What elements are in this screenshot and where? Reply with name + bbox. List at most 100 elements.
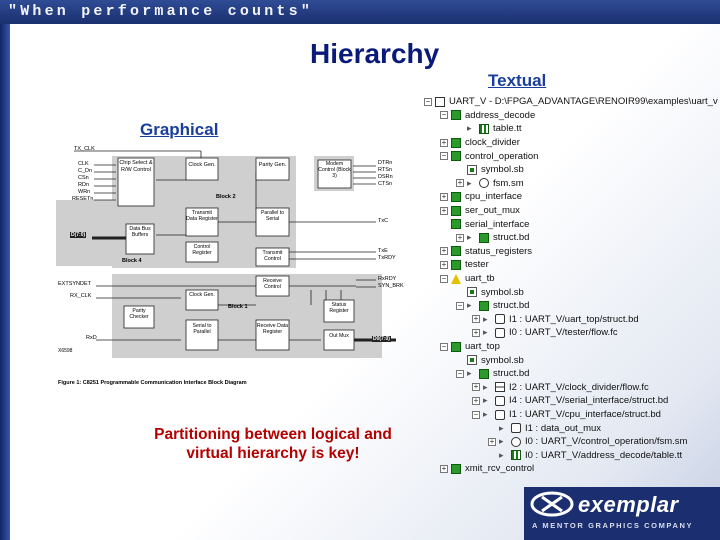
exemplar-logo: exemplar A MENTOR GRAPHICS COMPANY <box>524 487 720 540</box>
signal-rx-clk: RX_CLK <box>70 293 92 299</box>
tree-item[interactable]: +▸I1 : UART_V/uart_top/struct.bd <box>472 313 639 327</box>
clock-gen-bottom-label: Clock Gen. <box>189 292 215 298</box>
graphical-label: Graphical <box>140 120 219 139</box>
expand-toggle[interactable]: + <box>472 327 480 337</box>
tree-item[interactable]: symbol.sb <box>456 163 524 177</box>
figure-caption: Figure 1: C8251 Programmable Communicati… <box>58 380 247 386</box>
instance-icon <box>495 314 505 325</box>
tree-item[interactable]: −▸struct.bd <box>456 299 529 313</box>
signal-resetn: RESETn <box>72 196 94 202</box>
expand-toggle[interactable]: + <box>440 259 448 269</box>
tree-item[interactable]: −UART_V - D:\FPGA_ADVANTAGE\RENOIR99\exa… <box>424 95 718 109</box>
symbol-icon <box>467 287 477 298</box>
tree-item-label: I1 : UART_V/cpu_interface/struct.bd <box>509 409 661 421</box>
signal-dtrn: DTRn <box>378 160 393 166</box>
expand-toggle[interactable]: + <box>440 137 448 147</box>
tree-item[interactable]: +clock_divider <box>440 136 520 150</box>
signal-tx-clk: TX_CLK <box>74 146 95 152</box>
expand-toggle[interactable]: + <box>472 314 480 324</box>
tree-arrow-icon: ▸ <box>467 123 472 134</box>
expand-toggle[interactable]: + <box>456 178 464 188</box>
block-icon <box>451 191 461 202</box>
expand-toggle[interactable]: + <box>440 246 448 256</box>
block-icon <box>479 232 489 243</box>
signal-d0-bus: D0(7:0) <box>372 336 391 342</box>
instance-icon <box>495 327 505 338</box>
tree-item-label: serial_interface <box>465 218 530 230</box>
tree-item[interactable]: +▸ I0 : UART_V/tester/flow.fc <box>472 326 618 340</box>
signal-syn-brk: SYN_BRK <box>378 283 404 289</box>
collapse-toggle[interactable]: − <box>440 151 448 161</box>
expand-toggle[interactable]: + <box>472 395 480 405</box>
signal-txe: TxE <box>378 248 388 254</box>
expand-toggle[interactable]: + <box>456 232 464 242</box>
collapse-toggle[interactable]: − <box>440 341 448 351</box>
tree-item[interactable]: ▸table.tt <box>456 122 522 136</box>
collapse-toggle[interactable]: − <box>456 368 464 378</box>
tree-item-label: control_operation <box>465 150 539 162</box>
parity-checker-box <box>123 305 155 329</box>
block-icon <box>451 137 461 148</box>
tree-item-label: I0 : UART_V/tester/flow.fc <box>509 327 618 339</box>
tree-item[interactable]: +▸I4 : UART_V/serial_interface/struct.bd <box>472 394 668 408</box>
tree-item[interactable]: symbol.sb <box>456 353 524 367</box>
tree-item[interactable]: symbol.sb <box>456 285 524 299</box>
expand-toggle[interactable]: + <box>488 436 496 446</box>
fsm-icon <box>479 178 489 189</box>
block1-label: Block 1 <box>228 304 248 310</box>
hierarchy-tree: −UART_V - D:\FPGA_ADVANTAGE\RENOIR99\exa… <box>422 95 718 485</box>
tree-item[interactable]: +▸I0 : UART_V/control_operation/fsm.sm <box>488 435 687 449</box>
table-icon <box>511 450 521 461</box>
status-register-box <box>323 299 355 323</box>
tree-item[interactable]: +▸I2 : UART_V/clock_divider/flow.fc <box>472 381 649 395</box>
collapse-toggle[interactable]: − <box>456 300 464 310</box>
signal-extsyndet: EXTSYNDET <box>58 281 92 287</box>
clock-gen-top-box <box>185 157 219 181</box>
collapse-toggle[interactable]: − <box>424 96 432 106</box>
expand-toggle[interactable]: + <box>440 205 448 215</box>
tree-item[interactable]: +cpu_interface <box>440 190 522 204</box>
collapse-toggle[interactable]: − <box>440 273 448 283</box>
signal-rxrdy: RxRDY <box>378 276 397 282</box>
expand-toggle[interactable]: + <box>472 382 480 392</box>
tree-item-label: I2 : UART_V/clock_divider/flow.fc <box>509 381 649 393</box>
block-icon <box>451 341 461 352</box>
tree-item-label: I4 : UART_V/serial_interface/struct.bd <box>509 395 669 407</box>
top-banner: "When performance counts" <box>0 0 720 24</box>
collapse-toggle[interactable]: − <box>472 409 480 419</box>
tree-item[interactable]: +ser_out_mux <box>440 204 520 218</box>
tree-item[interactable]: serial_interface <box>440 217 529 231</box>
banner-slogan: "When performance counts" <box>8 3 314 20</box>
tree-item[interactable]: ▸I1 : data_out_mux <box>488 421 601 435</box>
serial-to-parallel-box <box>185 319 219 351</box>
tree-item[interactable]: +xmit_rcv_control <box>440 462 534 476</box>
receive-control-box <box>255 275 290 297</box>
tree-arrow-icon: ▸ <box>483 313 488 324</box>
transmit-data-register-label: Transmit Data Register <box>186 210 218 223</box>
tree-item[interactable]: −uart_top <box>440 340 500 354</box>
tree-item[interactable]: +status_registers <box>440 245 532 259</box>
expand-toggle[interactable]: + <box>440 463 448 473</box>
expand-toggle[interactable]: + <box>440 191 448 201</box>
tree-item[interactable]: +▸fsm.sm <box>456 177 524 191</box>
signal-clk: CLK <box>78 161 89 167</box>
tree-item[interactable]: −▸struct.bd <box>456 367 529 381</box>
block-icon <box>479 300 489 311</box>
tree-item-label: uart_tb <box>465 273 495 285</box>
collapse-toggle[interactable]: − <box>440 110 448 120</box>
tree-item[interactable]: − uart_tb <box>440 272 495 286</box>
block-icon <box>451 205 461 216</box>
tree-item[interactable]: +tester <box>440 258 489 272</box>
tree-item[interactable]: ▸I0 : UART_V/address_decode/table.tt <box>488 449 682 463</box>
signal-d-bus: D(7:0) <box>70 232 87 238</box>
tree-item[interactable]: +▸struct.bd <box>456 231 529 245</box>
folder-icon <box>435 96 445 107</box>
tree-item[interactable]: − control_operation <box>440 149 538 163</box>
tree-item[interactable]: −▸I1 : UART_V/cpu_interface/struct.bd <box>472 408 661 422</box>
tree-arrow-icon: ▸ <box>483 327 488 338</box>
logo-wordmark: exemplar <box>578 492 679 517</box>
chip-select-box <box>117 157 155 207</box>
tree-item[interactable]: −address_decode <box>440 109 535 123</box>
signal-csn: CSn <box>78 175 89 181</box>
slide-caption: Partitioning between logical and virtual… <box>154 426 392 462</box>
